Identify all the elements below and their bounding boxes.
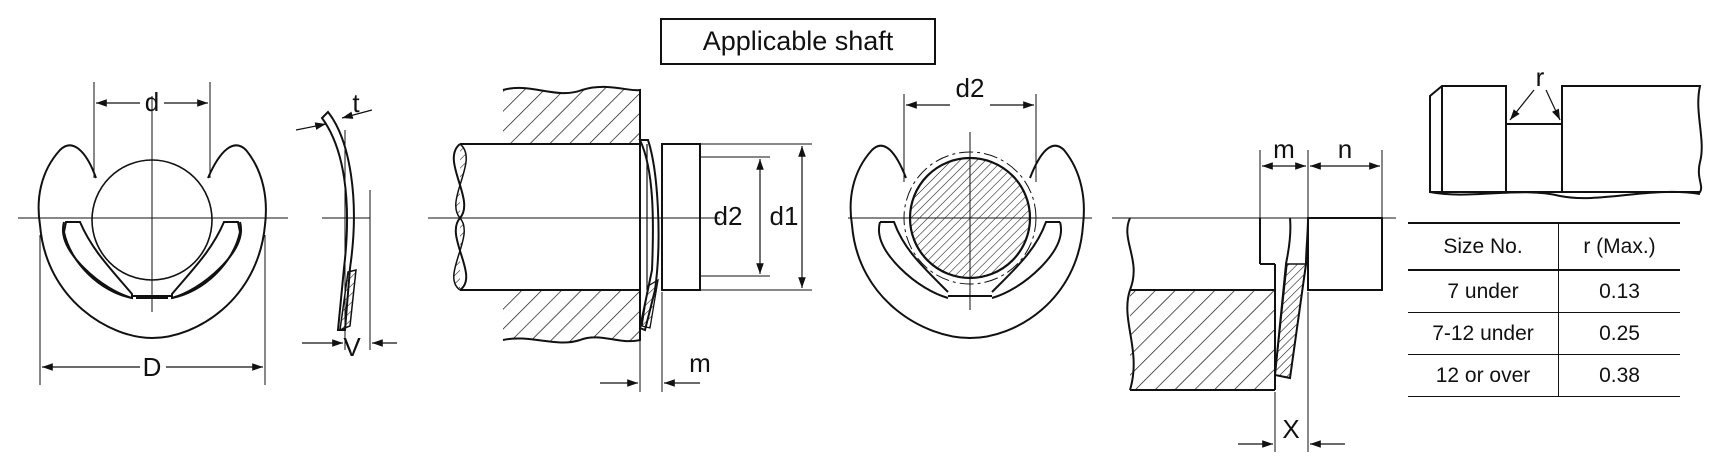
applicable-shaft-title: Applicable shaft — [660, 18, 936, 65]
label-m-left: m — [689, 348, 711, 378]
shaft-section-view — [428, 85, 812, 392]
table-cell-size: 12 or over — [1408, 354, 1559, 397]
label-d2-front: d2 — [956, 73, 985, 103]
label-V: V — [343, 332, 361, 362]
label-m-right: m — [1273, 134, 1295, 164]
groove-detail-view — [1112, 150, 1396, 452]
shaft-circle — [91, 159, 213, 281]
table-header-row: Size No. r (Max.) — [1408, 223, 1680, 271]
label-D: D — [143, 352, 162, 382]
header-r-max: r (Max.) — [1558, 223, 1680, 271]
table-cell-size: 7-12 under — [1408, 312, 1559, 355]
table-cell-r: 0.25 — [1599, 321, 1640, 345]
table-cell-size: 7 under — [1408, 270, 1559, 313]
table-row: 7-12 under 0.25 — [1408, 312, 1680, 355]
label-r: r — [1536, 62, 1545, 92]
table-row: 12 or over 0.38 — [1408, 354, 1680, 397]
label-d2-side: d2 — [714, 201, 743, 231]
label-d: d — [145, 87, 159, 117]
label-n: n — [1338, 134, 1352, 164]
label-d1-side: d1 — [770, 201, 799, 231]
radius-detail-view — [1429, 85, 1703, 200]
ering-front-view — [18, 82, 288, 385]
label-t: t — [352, 88, 360, 118]
table-cell-r: 0.13 — [1599, 279, 1640, 303]
table-cell-r: 0.38 — [1599, 363, 1640, 387]
shaft-cross-section — [908, 156, 1032, 280]
ering-outer-outline — [37, 144, 267, 340]
label-X: X — [1282, 414, 1299, 444]
table-row: 7 under 0.13 — [1408, 270, 1680, 313]
ering-side-view — [295, 109, 397, 350]
radius-table: Size No. r (Max.) 7 under 0.13 7-12 unde… — [1408, 222, 1680, 397]
ring-on-shaft-view — [848, 94, 1092, 340]
header-size-no: Size No. — [1408, 223, 1559, 271]
